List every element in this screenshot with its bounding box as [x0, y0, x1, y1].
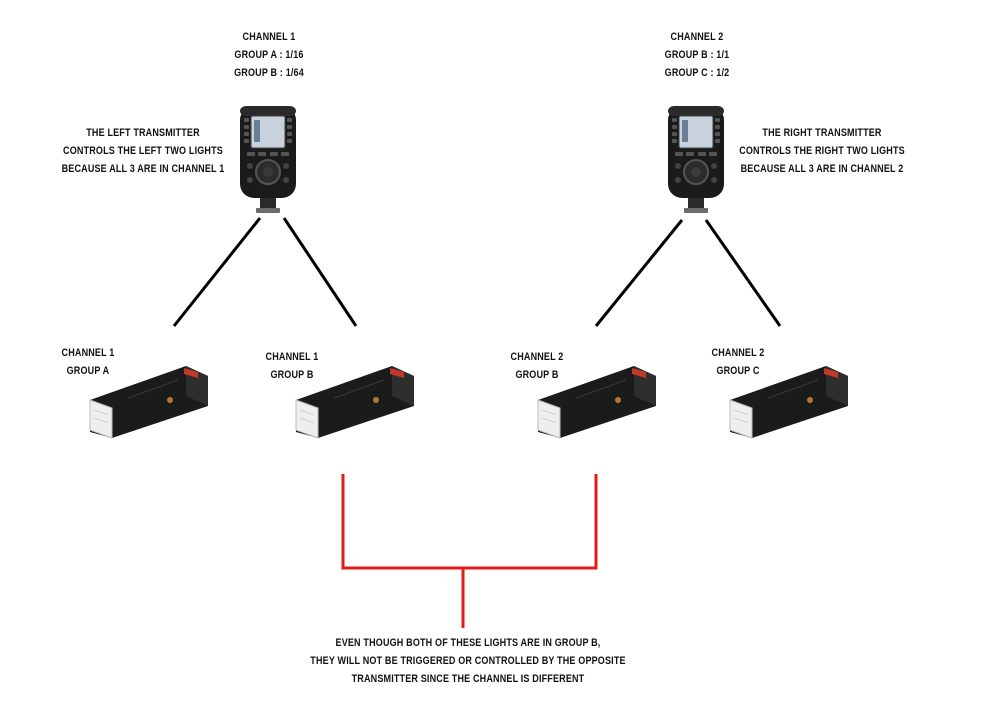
flash-light-icon	[89, 366, 208, 439]
footnote-line: THEY WILL NOT BE TRIGGERED OR CONTROLLED…	[310, 655, 626, 667]
light-label-channel1-group-b: CHANNEL 1 GROUP B	[266, 348, 319, 384]
footnote-line: EVEN THOUGH BOTH OF THESE LIGHTS ARE IN …	[335, 637, 601, 649]
flash-light-icon	[537, 366, 656, 439]
light-group: GROUP A	[66, 365, 110, 377]
footnote-line: TRANSMITTER SINCE THE CHANNEL IS DIFFERE…	[351, 673, 585, 685]
light-group: GROUP B	[515, 369, 559, 381]
note-line: BECAUSE ALL 3 ARE IN CHANNEL 1	[61, 163, 225, 175]
connector-line-left-to-b	[282, 217, 358, 327]
light-group: GROUP C	[716, 365, 760, 377]
light-label-channel2-group-b: CHANNEL 2 GROUP B	[511, 348, 564, 384]
flash-light-icon	[729, 366, 848, 439]
note-line: THE RIGHT TRANSMITTER	[762, 127, 882, 139]
light-label-channel2-group-c: CHANNEL 2 GROUP C	[712, 344, 765, 380]
left-transmitter-settings: CHANNEL 1 GROUP A : 1/16 GROUP B : 1/64	[234, 28, 304, 82]
footnote: EVEN THOUGH BOTH OF THESE LIGHTS ARE IN …	[310, 634, 625, 688]
settings-line: GROUP C : 1/2	[664, 67, 730, 79]
connector-line-left-to-a	[172, 217, 262, 327]
note-line: THE LEFT TRANSMITTER	[86, 127, 200, 139]
light-label-channel1-group-a: CHANNEL 1 GROUP A	[62, 344, 115, 380]
connector-line-right-to-b	[594, 219, 684, 327]
right-transmitter-note: THE RIGHT TRANSMITTER CONTROLS THE RIGHT…	[739, 124, 905, 178]
left-transmitter-note: THE LEFT TRANSMITTER CONTROLS THE LEFT T…	[62, 124, 225, 178]
flash-light-icon	[295, 366, 414, 439]
note-line: CONTROLS THE LEFT TWO LIGHTS	[63, 145, 223, 157]
light-channel: CHANNEL 2	[711, 347, 765, 359]
right-transmitter-settings: CHANNEL 2 GROUP B : 1/1 GROUP C : 1/2	[665, 28, 730, 82]
left-transmitter-icon	[240, 106, 296, 213]
light-channel: CHANNEL 1	[265, 351, 319, 363]
light-group: GROUP B	[270, 369, 314, 381]
note-line: CONTROLS THE RIGHT TWO LIGHTS	[739, 145, 905, 157]
right-transmitter-icon	[668, 106, 724, 213]
settings-line: GROUP B : 1/1	[664, 49, 730, 61]
settings-line: CHANNEL 1	[242, 31, 296, 43]
note-line: BECAUSE ALL 3 ARE IN CHANNEL 2	[740, 163, 904, 175]
light-channel: CHANNEL 2	[510, 351, 564, 363]
settings-line: GROUP A : 1/16	[234, 49, 304, 61]
light-channel: CHANNEL 1	[61, 347, 115, 359]
settings-line: GROUP B : 1/64	[234, 67, 304, 79]
settings-line: CHANNEL 2	[670, 31, 724, 43]
connector-line-right-to-c	[704, 219, 782, 327]
comparison-bracket	[341, 474, 598, 570]
